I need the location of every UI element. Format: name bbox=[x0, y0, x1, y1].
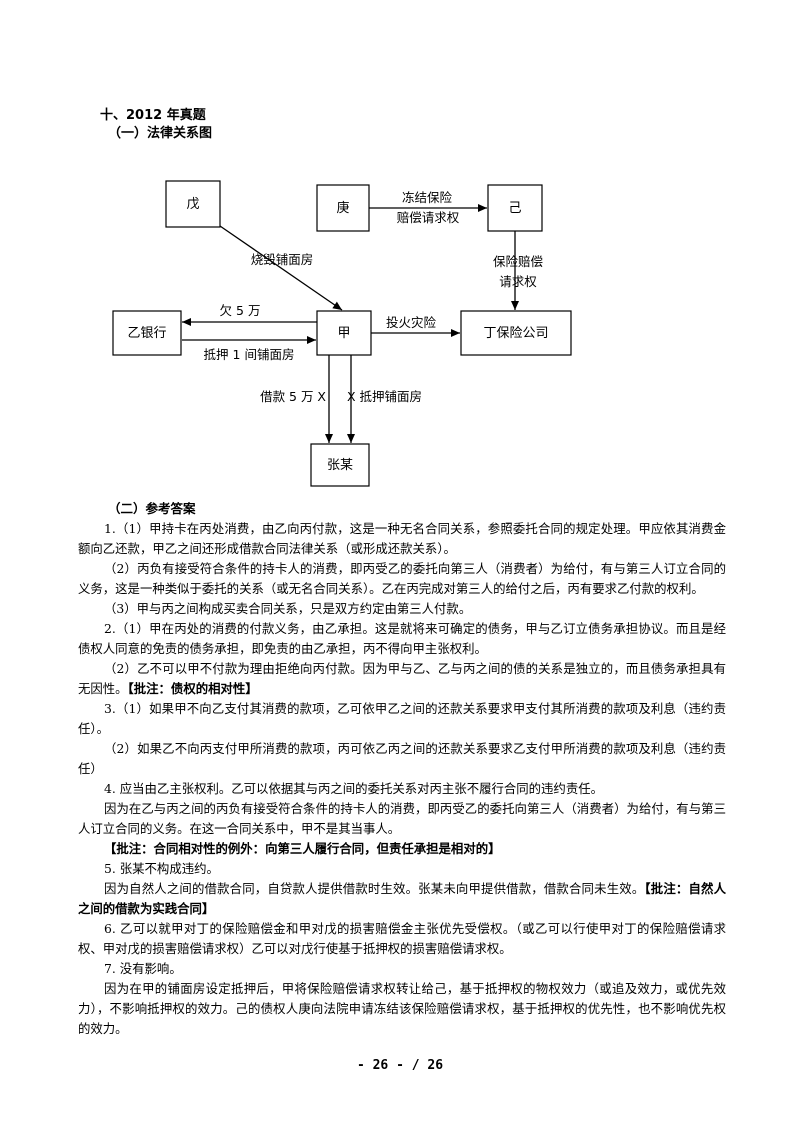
node-ji-label: 己 bbox=[508, 201, 521, 216]
node-ding: 丁保险公司 bbox=[460, 310, 572, 356]
section-title: 十、2012 年真题 bbox=[100, 108, 206, 123]
node-wu-label: 戊 bbox=[186, 197, 199, 212]
page-number: - 26 - / 26 bbox=[356, 1058, 444, 1073]
answer-1-1: 1.（1）甲持卡在丙处消费，由乙向丙付款，这是一种无名合同关系，参照委托合同的规… bbox=[78, 521, 726, 556]
node-geng: 庚 bbox=[316, 184, 370, 232]
edge-ji-ding-label-1: 保险赔偿 bbox=[493, 254, 543, 269]
node-zhang: 张某 bbox=[310, 443, 370, 487]
answer-7: 7. 没有影响。 bbox=[104, 961, 182, 976]
edge-geng-ji-label-2: 赔偿请求权 bbox=[397, 210, 460, 225]
annotation-note: 【批注：自然人之间的借款为实践合同】 bbox=[78, 881, 727, 916]
answer-1-3: （3）甲与丙之间构成买卖合同关系，只是双方约定由第三人付款。 bbox=[104, 601, 472, 616]
node-jia-label: 甲 bbox=[337, 326, 350, 341]
answer-6: 6. 乙可以就甲对丁的保险赔偿金和甲对戊的损害赔偿金主张优先受偿权。（或乙可以行… bbox=[78, 921, 726, 956]
answer-3-1: 3.（1）如果甲不向乙支付其消费的款项，乙可依甲乙之间的还款关系要求甲支付其所消… bbox=[78, 701, 726, 736]
node-jia: 甲 bbox=[316, 310, 372, 356]
node-zhang-label: 张某 bbox=[327, 458, 353, 473]
node-yi-bank: 乙银行 bbox=[112, 310, 182, 356]
answer-5-reason: 因为自然人之间的借款合同，自贷款人提供借款时生效。张某未向甲提供借款，借款合同未… bbox=[78, 879, 726, 919]
node-ji: 己 bbox=[487, 184, 543, 232]
edge-jia-yi-label: 欠 5 万 bbox=[220, 303, 261, 318]
annotation-note: 【批注：债权的相对性】 bbox=[127, 681, 258, 696]
answer-5: 5. 张某不构成违约。 bbox=[104, 861, 219, 876]
node-ding-label: 丁保险公司 bbox=[483, 326, 548, 341]
answer-2-1: 2.（1）甲在丙处的消费的付款义务，由乙承担。这是就将来可确定的债务，甲与乙订立… bbox=[78, 621, 726, 656]
edge-geng-ji-label-1: 冻结保险 bbox=[402, 190, 453, 205]
node-geng-label: 庚 bbox=[336, 200, 349, 216]
node-wu: 戊 bbox=[165, 180, 221, 228]
edge-jia-zhang-left-label: 借款 5 万 X bbox=[260, 389, 326, 404]
answer-5-reason-text: 因为自然人之间的借款合同，自贷款人提供借款时生效。张某未向甲提供借款，借款合同未… bbox=[104, 881, 645, 896]
answer-4: 4. 应当由乙主张权利。乙可以依据其与丙之间的委托关系对丙主张不履行合同的违约责… bbox=[104, 781, 603, 796]
diagram-subtitle: （一）法律关系图 bbox=[108, 126, 213, 141]
legal-relationship-diagram: 戊 庚 己 乙银行 甲 丁保险公司 张某 冻结保险 赔偿请求权 烧毁铺面房 保险… bbox=[112, 180, 572, 487]
edge-wu-jia-label: 烧毁铺面房 bbox=[251, 252, 314, 267]
edge-ji-ding-label-2: 请求权 bbox=[499, 274, 537, 289]
answer-2-2-text: （2）乙不可以甲不付款为理由拒绝向丙付款。因为甲与乙、乙与丙之间的债的关系是独立… bbox=[78, 661, 726, 696]
answer-2-2: （2）乙不可以甲不付款为理由拒绝向丙付款。因为甲与乙、乙与丙之间的债的关系是独立… bbox=[78, 659, 726, 699]
annotation-note: 【批注：合同相对性的例外：向第三人履行合同，但责任承担是相对的】 bbox=[104, 841, 501, 856]
edge-yi-jia-label: 抵押 1 间铺面房 bbox=[204, 347, 295, 362]
answer-1-2: （2）丙负有接受符合条件的持卡人的消费，即丙受乙的委托向第三人（消费者）为给付，… bbox=[78, 561, 726, 596]
reference-answers: （二）参考答案 1.（1）甲持卡在丙处消费，由乙向丙付款，这是一种无名合同关系，… bbox=[78, 499, 726, 1039]
answer-4-reason: 因为在乙与丙之间的丙负有接受符合条件的持卡人的消费，即丙受乙的委托向第三人（消费… bbox=[78, 801, 726, 836]
edge-jia-ding-label: 投火灾险 bbox=[386, 315, 437, 330]
edge-jia-zhang-right-label: X 抵押铺面房 bbox=[347, 389, 422, 404]
answer-7-reason: 因为在甲的铺面房设定抵押后，甲将保险赔偿请求权转让给己，基于抵押权的物权效力（或… bbox=[78, 981, 726, 1036]
answer-3-2: （2）如果乙不向丙支付甲所消费的款项，丙可依乙丙之间的还款关系要求乙支付甲所消费… bbox=[78, 741, 726, 776]
node-yi-bank-label: 乙银行 bbox=[127, 326, 166, 341]
answers-heading: （二）参考答案 bbox=[108, 501, 196, 516]
edge-wu-to-jia bbox=[219, 225, 343, 311]
